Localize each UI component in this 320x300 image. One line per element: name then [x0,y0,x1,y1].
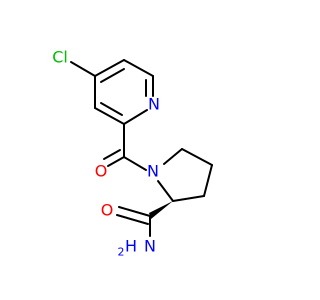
atom-amide-nitrogen: N [144,237,156,256]
bond-c4-cl [70,61,96,77]
carbonyl-double-bond [103,149,125,167]
bond-co-1 [107,156,125,167]
amide-nh2-label: N H 2 [118,237,156,259]
atom-pyrrolidine-nitrogen: N [147,162,159,181]
bond-cb-cc [203,164,213,197]
wedge-bond [149,201,173,219]
pyridine-ring [94,59,154,125]
bond-c2-c3 [94,107,125,125]
atom-amide-hydrogen: H [125,237,137,256]
atom-chlorine: Cl [52,48,68,67]
bond-c2-c3-inner [100,102,123,116]
bond-carbonyl-n [123,156,147,171]
amide-group [116,206,151,237]
bond-c4-c5 [94,59,125,77]
atom-pyridine-nitrogen: N [148,95,160,114]
bond-cc-cd [172,195,205,202]
bond-cd-n [157,180,174,202]
bond-n-ca [163,148,183,165]
bond-amide-co-1 [118,206,151,217]
bond-amide-co-2 [116,214,149,225]
atom-amide-oxygen: O [101,201,114,220]
bond-c5-c6 [123,59,154,77]
bond-ca-cb [181,148,213,166]
bond-n1-c2 [123,109,148,125]
atom-carbonyl-oxygen: O [95,162,108,181]
bond-co-2 [103,149,121,160]
pyrrolidine-ring [157,148,213,202]
molecule-diagram: Cl N O N O N H 2 [52,47,213,259]
atom-amide-hydrogen-count: 2 [118,246,125,259]
molecule-structure: Cl N O N O N H 2 [52,48,213,259]
bond-c4-c5-inner [100,68,125,83]
